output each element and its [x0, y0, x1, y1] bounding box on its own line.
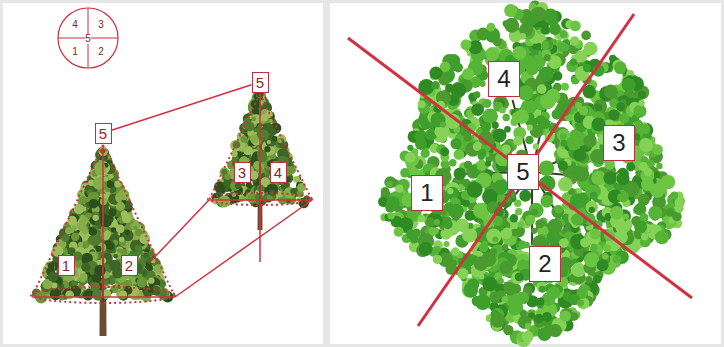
foliage [104, 177, 108, 181]
foliage [148, 278, 154, 284]
foliage [109, 174, 114, 179]
foliage [130, 240, 142, 252]
foliage [89, 199, 98, 208]
foliage [251, 117, 256, 122]
foliage [554, 205, 562, 213]
foliage [121, 211, 128, 218]
foliage [264, 146, 270, 152]
foliage [79, 247, 84, 252]
foliage [213, 198, 220, 205]
foliage [510, 214, 518, 222]
foliage [277, 138, 284, 145]
foliage [139, 233, 150, 244]
foliage [483, 99, 492, 108]
foliage [65, 227, 72, 234]
foliage [48, 272, 58, 282]
foliage [100, 216, 112, 228]
foliage [502, 114, 510, 122]
foliage [260, 114, 268, 122]
foliage [73, 276, 78, 281]
foliage [257, 152, 267, 162]
foliage [148, 251, 154, 257]
foliage [219, 196, 231, 208]
foliage [117, 248, 122, 253]
foliage [95, 246, 101, 252]
foliage [515, 208, 522, 215]
top-view-tree [378, 0, 685, 347]
foliage [111, 227, 116, 232]
foliage [71, 233, 79, 241]
foliage [243, 147, 251, 155]
foliage [81, 263, 90, 272]
foliage [80, 217, 88, 225]
foliage [290, 188, 296, 194]
right-panel [330, 3, 721, 344]
foliage [124, 230, 129, 235]
foliage [94, 162, 105, 173]
foliage [143, 252, 149, 258]
side-view-trees [32, 87, 310, 336]
small-tree [212, 87, 310, 230]
foliage [235, 182, 242, 189]
foliage [116, 202, 125, 211]
foliage [110, 189, 114, 193]
foliage [143, 252, 149, 258]
foliage [293, 176, 300, 183]
foliage [88, 227, 96, 235]
foliage [78, 242, 83, 247]
foliage [116, 225, 125, 234]
foliage [257, 129, 269, 141]
foliage [109, 208, 117, 216]
foliage [246, 182, 252, 188]
foliage [113, 254, 118, 259]
foliage [454, 167, 466, 179]
foliage [93, 215, 99, 221]
foliage [135, 245, 142, 252]
foliage [249, 171, 258, 180]
foliage [81, 206, 86, 211]
foliage [533, 143, 539, 149]
foliage [65, 291, 74, 300]
left-panel [3, 3, 323, 344]
foliage [272, 136, 278, 142]
foliage [581, 31, 591, 41]
foliage [72, 225, 77, 230]
foliage [224, 174, 230, 180]
foliage [286, 198, 291, 203]
foliage [88, 234, 99, 245]
foliage [137, 277, 148, 288]
foliage [106, 241, 114, 249]
foliage [62, 234, 70, 242]
foliage [83, 290, 93, 300]
foliage [105, 230, 111, 236]
foliage [240, 136, 247, 143]
foliage [245, 122, 255, 132]
foliage [137, 273, 142, 278]
foliage [119, 237, 125, 243]
foliage [67, 216, 77, 226]
foliage [267, 140, 271, 144]
foliage [80, 273, 88, 281]
